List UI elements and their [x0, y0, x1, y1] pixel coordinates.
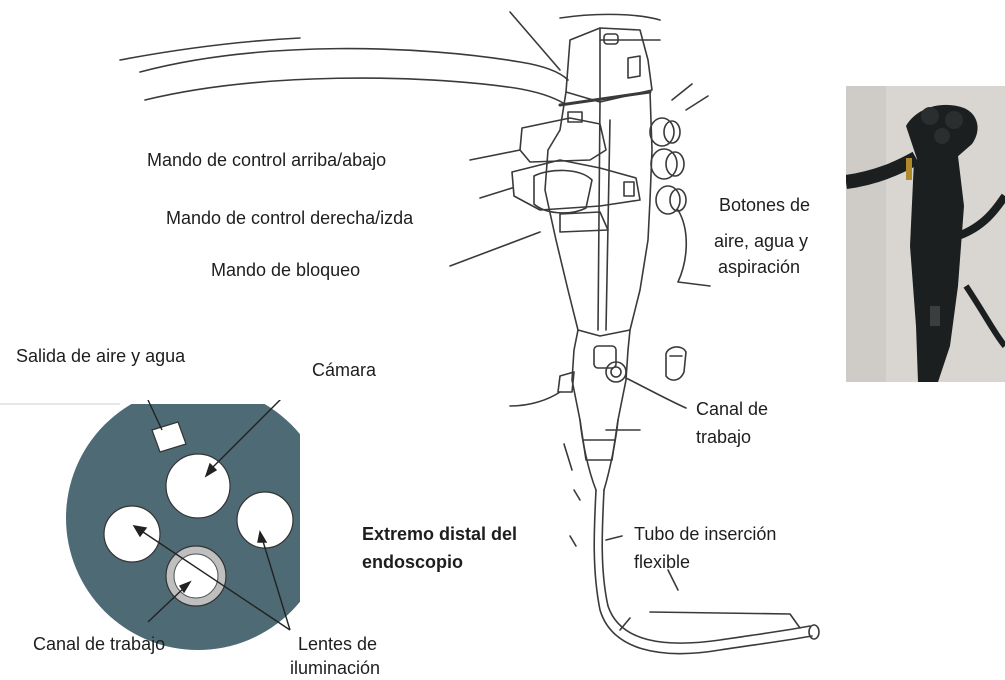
label-camara: Cámara: [312, 360, 377, 380]
label-botones-line3: aspiración: [718, 257, 801, 277]
label-extremo-line2: endoscopio: [362, 552, 464, 572]
label-tubo-line2: flexible: [634, 552, 691, 572]
distal-tip-diagram-icon: [0, 400, 300, 650]
label-lentes-line2: iluminación: [290, 658, 381, 678]
endoscope-photo-icon: [846, 86, 1005, 382]
endoscope-photo: [846, 86, 1005, 382]
label-tubo-line1: Tubo de inserción: [634, 524, 777, 544]
label-extremo-line1: Extremo distal del: [362, 524, 518, 544]
label-mando-arriba-abajo: Mando de control arriba/abajo: [147, 150, 387, 170]
label-canal-trabajo-bottom: Canal de trabajo: [33, 634, 166, 654]
label-mando-derecha-izda: Mando de control derecha/izda: [166, 208, 414, 228]
label-mando-bloqueo: Mando de bloqueo: [211, 260, 361, 280]
label-canal-trabajo-right-line2: trabajo: [696, 427, 752, 447]
label-botones-line1: Botones de: [719, 195, 811, 215]
label-lentes-line1: Lentes de: [298, 634, 378, 654]
label-salida-aire-agua: Salida de aire y agua: [16, 346, 186, 366]
label-botones-line2: aire, agua y: [714, 231, 809, 251]
label-canal-trabajo-right-line1: Canal de: [696, 399, 769, 419]
